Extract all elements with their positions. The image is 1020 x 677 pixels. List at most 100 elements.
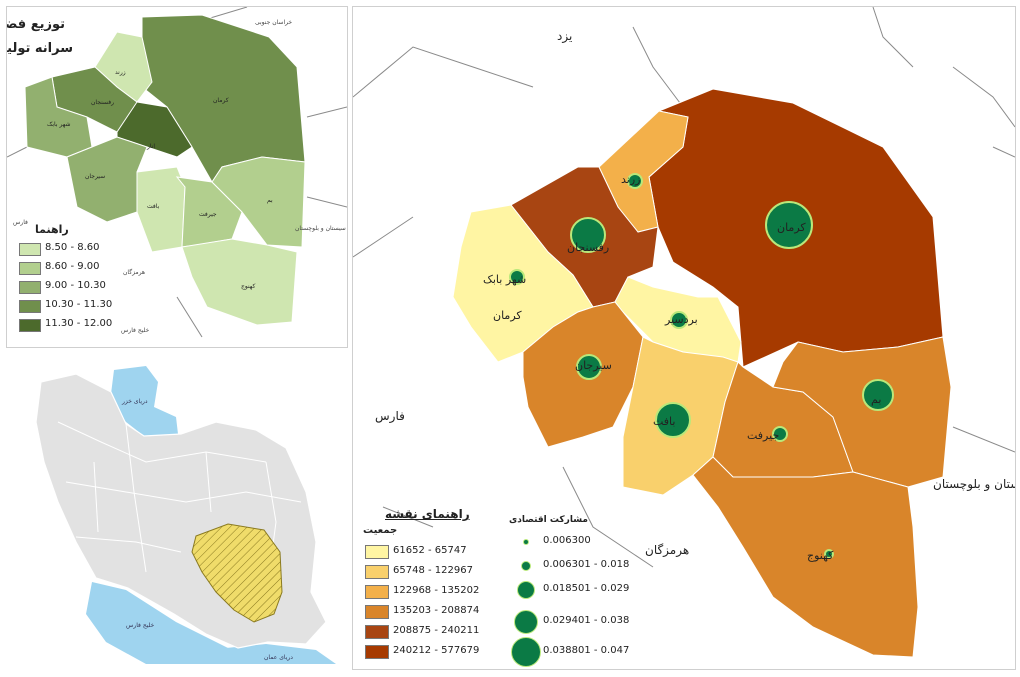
legend-swatch: [19, 319, 41, 332]
participation-circle: [670, 311, 688, 329]
water-label: دریای خزر: [122, 398, 148, 405]
production-map-canvas: [7, 7, 347, 338]
legend-participation-range: 0.018501 - 0.029: [543, 583, 630, 594]
kerman-province-highlight: [191, 523, 283, 623]
population-legend-title: جمعیت: [363, 525, 398, 536]
legend-participation-range: 0.006301 - 0.018: [543, 559, 630, 570]
neighbor-label-west: فارس: [375, 409, 405, 423]
region-kahnuj: [181, 238, 298, 326]
legend-swatch: [19, 243, 41, 256]
legend-participation-range: 0.029401 - 0.038: [543, 615, 630, 626]
legend-range: 135203 - 208874: [393, 605, 480, 616]
legend-range: 11.30 - 12.00: [45, 318, 113, 329]
county-label: زرند: [621, 173, 641, 186]
legend-range: 9.00 - 10.30: [45, 280, 106, 291]
participation-circle: [772, 426, 788, 442]
participation-circle: [509, 269, 525, 285]
legend-title: راهنما: [35, 223, 69, 236]
legend-swatch: [365, 645, 389, 659]
region-kahnuj: [692, 456, 919, 658]
map-title-line2: سرانه تولید: [6, 41, 73, 56]
iran-land: [35, 373, 327, 649]
participation-circle: [824, 549, 834, 559]
legend-circle: [521, 561, 531, 571]
county-label: بردسیر: [665, 313, 698, 326]
legend-participation-range: 0.006300: [543, 535, 591, 546]
region-bam: [211, 156, 306, 248]
county-label: رفسنجان: [91, 99, 115, 106]
oman-sea: [226, 644, 336, 664]
neighbor-label: خلیج فارس: [121, 327, 150, 334]
neighbor-label: سیستان و بلوچستان: [295, 225, 346, 232]
county-label: رفسنجان: [567, 241, 610, 254]
legend-range: 208875 - 240211: [393, 625, 480, 636]
production-per-capita-map: توزیع فضایی سرانه تولید خراسان جنوبی سیس…: [6, 6, 348, 348]
production-legend: راهنما 8.50 - 8.60 8.60 - 9.00 9.00 - 10.3…: [15, 223, 125, 343]
participation-circle: [576, 354, 602, 380]
legend-swatch: [365, 605, 389, 619]
map-legend: راهنمای نقشه جمعیت مشارکت اقتصادی 61652 …: [359, 505, 649, 669]
county-label: کرمان: [777, 221, 806, 234]
participation-circle: [655, 402, 691, 438]
legend-range: 8.60 - 9.00: [45, 261, 100, 272]
legend-range: 240212 - 577679: [393, 645, 480, 656]
legend-range: 10.30 - 11.30: [45, 299, 113, 310]
participation-circle: [765, 201, 813, 249]
county-label: کهنوج: [241, 283, 256, 290]
legend-swatch: [19, 300, 41, 313]
legend-circle: [514, 610, 538, 634]
iran-locator-map: دریای خزر خلیج فارس دریای عمان: [6, 352, 346, 668]
region-shahrbabak: [24, 76, 93, 158]
caspian-sea: [110, 366, 178, 436]
county-label: بم: [267, 197, 273, 204]
legend-range: 61652 - 65747: [393, 545, 467, 556]
legend-swatch: [365, 565, 389, 579]
legend-swatch: [19, 262, 41, 275]
county-label: شهر بابک: [483, 273, 527, 286]
legend-swatch: [365, 585, 389, 599]
neighbor-label: هرمزگان: [123, 269, 146, 276]
neighbor-label-east: ستان و بلوچستان: [933, 477, 1016, 491]
population-participation-map: یزد فارس هرمزگان ستان و بلوچستان زرند کر…: [352, 6, 1016, 670]
region-baft: [136, 166, 186, 253]
persian-gulf: [86, 582, 246, 664]
legend-participation-range: 0.038801 - 0.047: [543, 645, 630, 656]
county-label: سیرجان: [85, 173, 106, 180]
county-label: کهنوج: [807, 549, 834, 562]
legend-circle: [511, 637, 541, 667]
county-label: بم: [871, 393, 882, 406]
neighbor-label-south: هرمزگان: [645, 543, 690, 557]
participation-circle: [862, 379, 894, 411]
participation-circle: [627, 173, 643, 189]
legend-range: 8.50 - 8.60: [45, 242, 100, 253]
water-label: دریای عمان: [264, 654, 293, 661]
participation-circles: [509, 173, 894, 559]
participation-legend-title: مشارکت اقتصادی: [509, 515, 588, 525]
legend-range: 122968 - 135202: [393, 585, 480, 596]
county-label: شهر بابک: [47, 121, 71, 128]
county-label: سیرجان: [575, 359, 612, 372]
legend-title: راهنمای نقشه: [385, 507, 470, 521]
population-map-canvas: [353, 7, 1015, 658]
locator-map-canvas: [35, 366, 336, 664]
legend-swatch: [365, 545, 389, 559]
legend-circle: [517, 581, 535, 599]
county-label: انار: [147, 143, 156, 150]
county-label: بافت: [653, 415, 676, 428]
water-label: خلیج فارس: [126, 622, 155, 629]
county-label: کرمان: [493, 309, 522, 322]
county-label: بافت: [147, 203, 160, 210]
county-label: جیرفت: [747, 429, 780, 442]
neighbor-label: فارس: [13, 219, 28, 226]
legend-swatch: [365, 625, 389, 639]
map-title-line1: توزیع فضایی: [6, 17, 65, 32]
legend-circle: [523, 539, 529, 545]
participation-circle: [570, 217, 606, 253]
legend-range: 65748 - 122967: [393, 565, 473, 576]
legend-swatch: [19, 281, 41, 294]
county-label: کرمان: [213, 97, 229, 104]
neighbor-label: خراسان جنوبی: [255, 19, 293, 26]
county-label: جیرفت: [199, 211, 217, 218]
county-label: زرند: [115, 69, 126, 76]
neighbor-label-north: یزد: [557, 29, 573, 43]
